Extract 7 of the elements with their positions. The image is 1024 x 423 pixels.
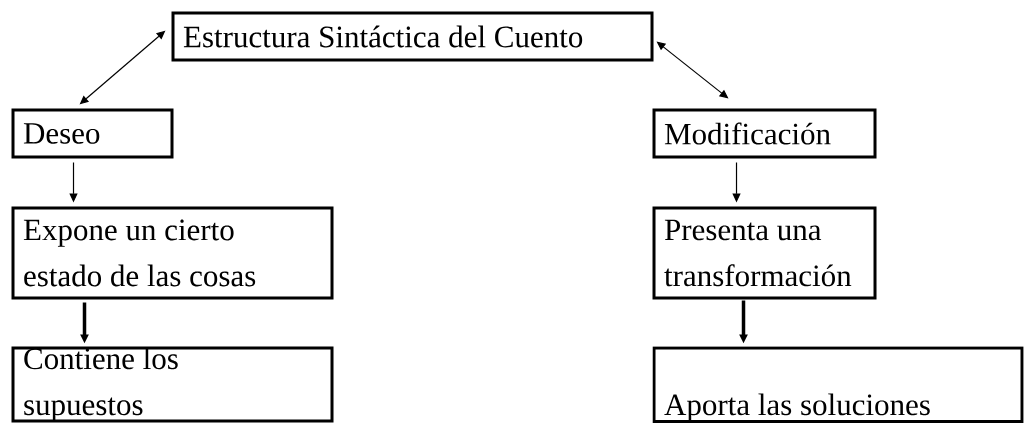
text-box: Deseo (11, 108, 174, 159)
text-box: Aporta las soluciones (652, 346, 1024, 423)
text-box: Estructura Sintáctica del Cuento (171, 11, 654, 62)
text-box: Contiene los supuestos (11, 346, 334, 423)
text-box: Modificación (652, 108, 877, 159)
text-box: Presenta una transformación (652, 206, 877, 300)
text-box: Expone un cierto estado de las cosas (11, 206, 334, 300)
